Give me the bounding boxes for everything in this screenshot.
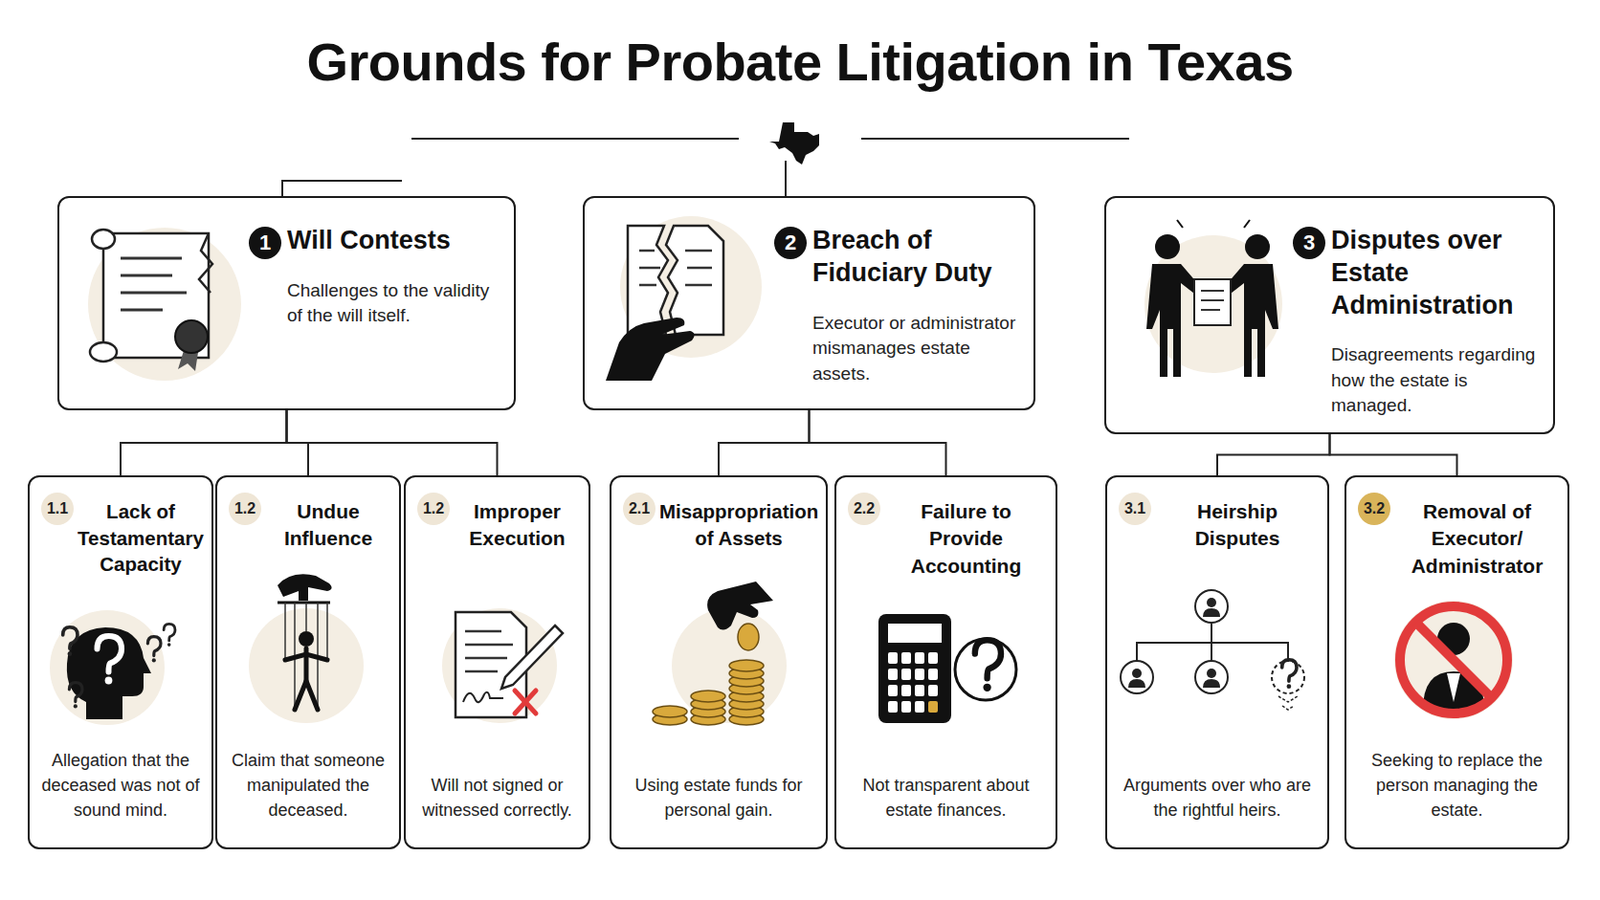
category-box: 3Disputes over Estate AdministrationDisa… xyxy=(1104,196,1556,435)
tree-connector xyxy=(718,410,810,476)
ground-description: Arguments over who are the rightful heir… xyxy=(1116,773,1318,823)
ground-box: 3.1Heirship DisputesArguments over who a… xyxy=(1105,475,1330,850)
texas-icon xyxy=(769,122,820,165)
callout-number: 2.1 xyxy=(622,492,656,526)
ground-heading: Misappropriation of Assets xyxy=(659,498,819,552)
tree-connector xyxy=(287,410,498,476)
ground-description: Seeking to replace the person managing t… xyxy=(1355,748,1558,823)
signed-document-icon xyxy=(442,608,563,724)
callout-number: 2.2 xyxy=(847,492,881,526)
callout-number: 3.2 xyxy=(1357,492,1391,526)
ground-description: Will not signed or witnessed correctly. xyxy=(415,773,579,823)
torn-document-icon xyxy=(605,216,762,381)
callout-number: 1.1 xyxy=(41,492,74,526)
will-scroll-icon xyxy=(88,227,242,381)
tree-connector xyxy=(1217,434,1331,476)
ground-box: 2.1Misappropriation of AssetsUsing estat… xyxy=(609,475,828,850)
tree-connector xyxy=(120,410,288,476)
text-column: Will ContestsChallenges to the validity … xyxy=(287,224,503,330)
text-column: Disputes over Estate AdministrationDisag… xyxy=(1331,224,1542,420)
coins-hand-icon xyxy=(652,581,787,726)
ground-heading: Removal of Executor/ Administrator xyxy=(1394,498,1560,580)
category-description: Disagreements regarding how the estate i… xyxy=(1331,342,1542,420)
category-description: Executor or administrator mismanages est… xyxy=(812,311,1023,388)
title-rule xyxy=(282,138,1130,197)
ground-heading: Lack of Testamentary Capacity xyxy=(77,498,204,578)
callout-number: 1.2 xyxy=(228,492,262,526)
calculator-icon xyxy=(878,614,1017,724)
diagram-title: Grounds for Probate Litigation in Texas xyxy=(0,30,1600,93)
ground-box: 1.2Undue InfluenceClaim that someone man… xyxy=(215,475,401,850)
ground-heading: Heirship Disputes xyxy=(1155,498,1320,554)
callout-number: 2 xyxy=(774,226,807,260)
people-exchange-icon xyxy=(1144,220,1283,378)
confused-head-icon xyxy=(49,610,176,726)
ground-description: Using estate funds for personal gain. xyxy=(621,773,817,823)
category-box: 2Breach of Fiduciary DutyExecutor or adm… xyxy=(582,196,1036,411)
family-tree-icon xyxy=(1120,590,1305,711)
ground-description: Allegation that the deceased was not of … xyxy=(39,748,202,823)
callout-number: 3 xyxy=(1292,226,1326,260)
ground-description: Claim that someone manipulated the decea… xyxy=(226,748,390,823)
ground-box: 1.1Lack of Testamentary CapacityAllegati… xyxy=(27,475,214,850)
category-heading: Will Contests xyxy=(287,224,503,258)
puppet-icon xyxy=(248,574,364,724)
tree-connector xyxy=(809,410,947,476)
ground-heading: Undue Influence xyxy=(265,498,392,554)
ground-heading: Failure to Provide Accounting xyxy=(884,498,1048,580)
ground-box: 3.2Removal of Executor/ AdministratorSee… xyxy=(1344,475,1570,850)
callout-number: 3.1 xyxy=(1118,492,1152,526)
callout-number: 1.2 xyxy=(417,492,450,526)
category-heading: Breach of Fiduciary Duty xyxy=(812,224,1023,290)
category-description: Challenges to the validity of the will i… xyxy=(287,278,503,330)
tree-connector xyxy=(1330,434,1458,476)
ground-box: 1.2Improper ExecutionWill not signed or … xyxy=(403,475,591,850)
ground-heading: Improper Execution xyxy=(453,498,581,554)
category-heading: Disputes over Estate Administration xyxy=(1331,224,1542,322)
text-column: Breach of Fiduciary DutyExecutor or admi… xyxy=(812,224,1023,387)
ground-box: 2.2Failure to Provide AccountingNot tran… xyxy=(834,475,1058,850)
category-box: 1Will ContestsChallenges to the validity… xyxy=(57,196,516,411)
removal-sign-icon xyxy=(1394,600,1513,720)
ground-description: Not transparent about estate finances. xyxy=(845,773,1046,823)
callout-number: 1 xyxy=(248,226,282,260)
